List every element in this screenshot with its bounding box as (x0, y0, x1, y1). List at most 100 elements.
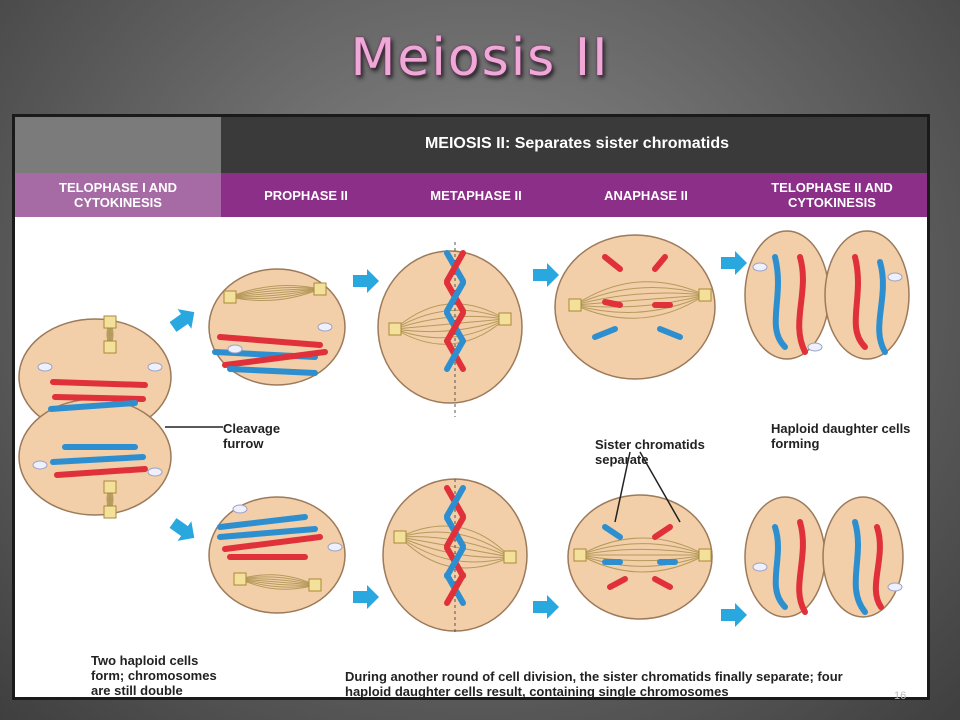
spindle (579, 543, 706, 556)
spindle (239, 576, 316, 586)
spindle (579, 537, 706, 556)
centrosome (498, 312, 512, 326)
spindle (229, 286, 321, 298)
centrosome (698, 548, 712, 562)
chromosome (444, 310, 466, 344)
header-left-block (15, 117, 221, 173)
centrosome (503, 550, 517, 564)
centrosome (223, 290, 237, 304)
telophase-ii-cell-bottom-left (744, 496, 826, 618)
centrosome (573, 548, 587, 562)
stage-anaphase-ii: ANAPHASE II (604, 187, 688, 203)
spindle (574, 281, 706, 306)
metaphase-ii-cell-top (377, 250, 523, 404)
chromosome (602, 254, 623, 272)
telophase-ii-cell-top-left (744, 230, 830, 360)
centrosome (233, 572, 247, 586)
chromosome (222, 534, 323, 552)
chromosome (772, 254, 788, 350)
chromosome (796, 254, 808, 355)
spindle (574, 294, 706, 306)
centrosome (393, 530, 407, 544)
chromosome (444, 250, 466, 284)
spindle (239, 578, 316, 586)
label-sister-chromatids: Sister chromatids separate (595, 437, 705, 467)
spindle (579, 554, 706, 567)
vesicle (887, 272, 903, 282)
spindle (574, 294, 706, 313)
chromosome (48, 400, 138, 412)
chromosome (222, 349, 328, 368)
stage-header-row: TELOPHASE I AND CYTOKINESIS PROPHASE II … (15, 173, 927, 217)
arrow (353, 269, 379, 293)
telophase-ii-cell-bottom-right (822, 496, 904, 618)
stage-prophase-ii: PROPHASE II (264, 187, 348, 203)
pointer-line (639, 451, 681, 523)
vesicle (887, 582, 903, 592)
vesicle (752, 562, 768, 572)
stage-telophase-i: TELOPHASE I AND CYTOKINESIS (15, 173, 221, 217)
chromosome (607, 576, 628, 590)
chromosome (602, 524, 623, 540)
spindle (229, 288, 321, 298)
centrosome (103, 315, 117, 329)
vesicle (227, 344, 243, 354)
vesicle (37, 362, 53, 372)
chromosome (852, 519, 868, 615)
vesicle (32, 460, 48, 470)
arrow (169, 309, 195, 332)
chromosome (652, 576, 673, 590)
chromosome (217, 526, 318, 540)
chromosome (876, 259, 888, 355)
centrosome (698, 288, 712, 302)
arrow (721, 603, 747, 627)
spindle (239, 578, 316, 586)
arrow (533, 263, 559, 287)
spindle (229, 288, 321, 301)
spindle (239, 578, 316, 588)
spindle (574, 287, 706, 306)
cell-illustrations (18, 230, 910, 632)
stage-telophase-ii: TELOPHASE II AND CYTOKINESIS (771, 180, 893, 210)
chromosome (652, 524, 673, 540)
centrosome (103, 340, 117, 354)
header-title: MEIOSIS II: Separates sister chromatids (424, 135, 730, 152)
vesicle (147, 467, 163, 477)
chromosome (227, 366, 318, 376)
arrow (533, 595, 559, 619)
chromosome (52, 394, 146, 402)
spindle (399, 536, 511, 558)
chromosome (54, 466, 148, 478)
slide-title: Meiosis II (350, 28, 610, 88)
pointer-line (614, 451, 631, 523)
centrosome (103, 505, 117, 519)
label-haploid-forming: Haploid daughter cells forming (771, 421, 911, 451)
chromosome (217, 334, 323, 348)
chromosome (872, 524, 884, 610)
vesicle (147, 362, 163, 372)
centrosome (313, 282, 327, 296)
chromosome (50, 379, 148, 388)
vesicle (232, 504, 248, 514)
spindle (574, 294, 706, 308)
chromosome (602, 299, 623, 308)
spindle (579, 548, 706, 556)
arrow (169, 518, 195, 541)
centrosome (103, 480, 117, 494)
chromosome (217, 514, 308, 530)
telophase-ii-cell-top-right (824, 230, 910, 360)
chromosome (444, 280, 466, 314)
label-two-haploid: Two haploid cells form; chromosomes are … (91, 653, 217, 698)
spindle (239, 578, 316, 590)
chromosome (50, 454, 146, 465)
vesicle (317, 322, 333, 332)
chromosome (444, 572, 466, 606)
vesicle (807, 342, 823, 352)
chromosome (592, 326, 618, 340)
chromosome (652, 254, 668, 272)
chromosome (444, 545, 466, 579)
centrosome (568, 298, 582, 312)
arrow (721, 251, 747, 275)
chromosome (657, 326, 683, 340)
anaphase-ii-cell-top (554, 234, 716, 380)
